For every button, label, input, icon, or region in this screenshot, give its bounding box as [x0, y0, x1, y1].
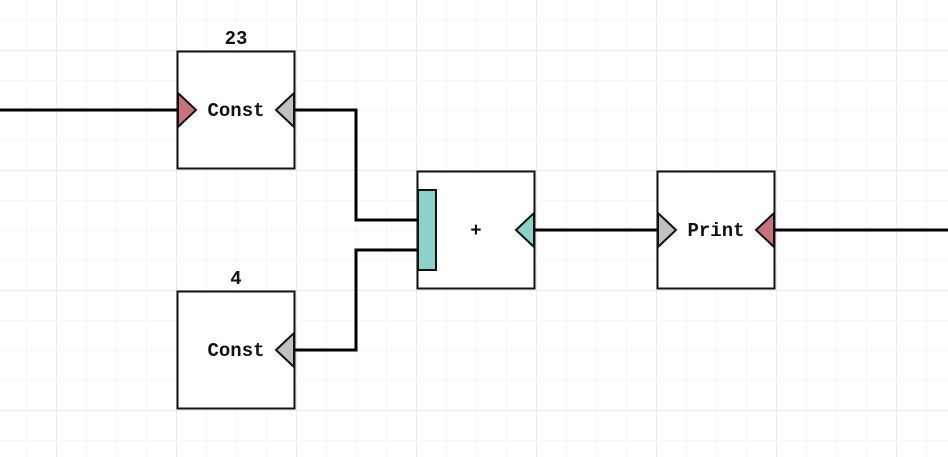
- wire-const1-to-add[interactable]: [294, 108, 418, 222]
- node-const-23[interactable]: 23 Const: [176, 28, 296, 170]
- exec-input-port[interactable]: [177, 90, 198, 130]
- node-print[interactable]: Print: [656, 170, 776, 290]
- node-title: 23: [225, 28, 248, 50]
- node-label: Const: [207, 340, 264, 362]
- node-title: 4: [230, 268, 241, 290]
- wires: [0, 108, 948, 352]
- number-output-port[interactable]: [514, 210, 535, 250]
- value-output-port[interactable]: [274, 330, 295, 370]
- node-const-4[interactable]: 4 Const: [176, 268, 296, 410]
- exec-output-port[interactable]: [754, 210, 775, 250]
- node-label: Const: [207, 100, 264, 122]
- node-label: Print: [687, 220, 744, 242]
- value-output-port[interactable]: [274, 90, 295, 130]
- value-input-port[interactable]: [657, 210, 678, 250]
- node-add[interactable]: +: [416, 170, 536, 290]
- wire-const2-to-add[interactable]: [294, 248, 418, 352]
- number-list-input-port[interactable]: [417, 189, 437, 271]
- node-label: +: [470, 220, 481, 242]
